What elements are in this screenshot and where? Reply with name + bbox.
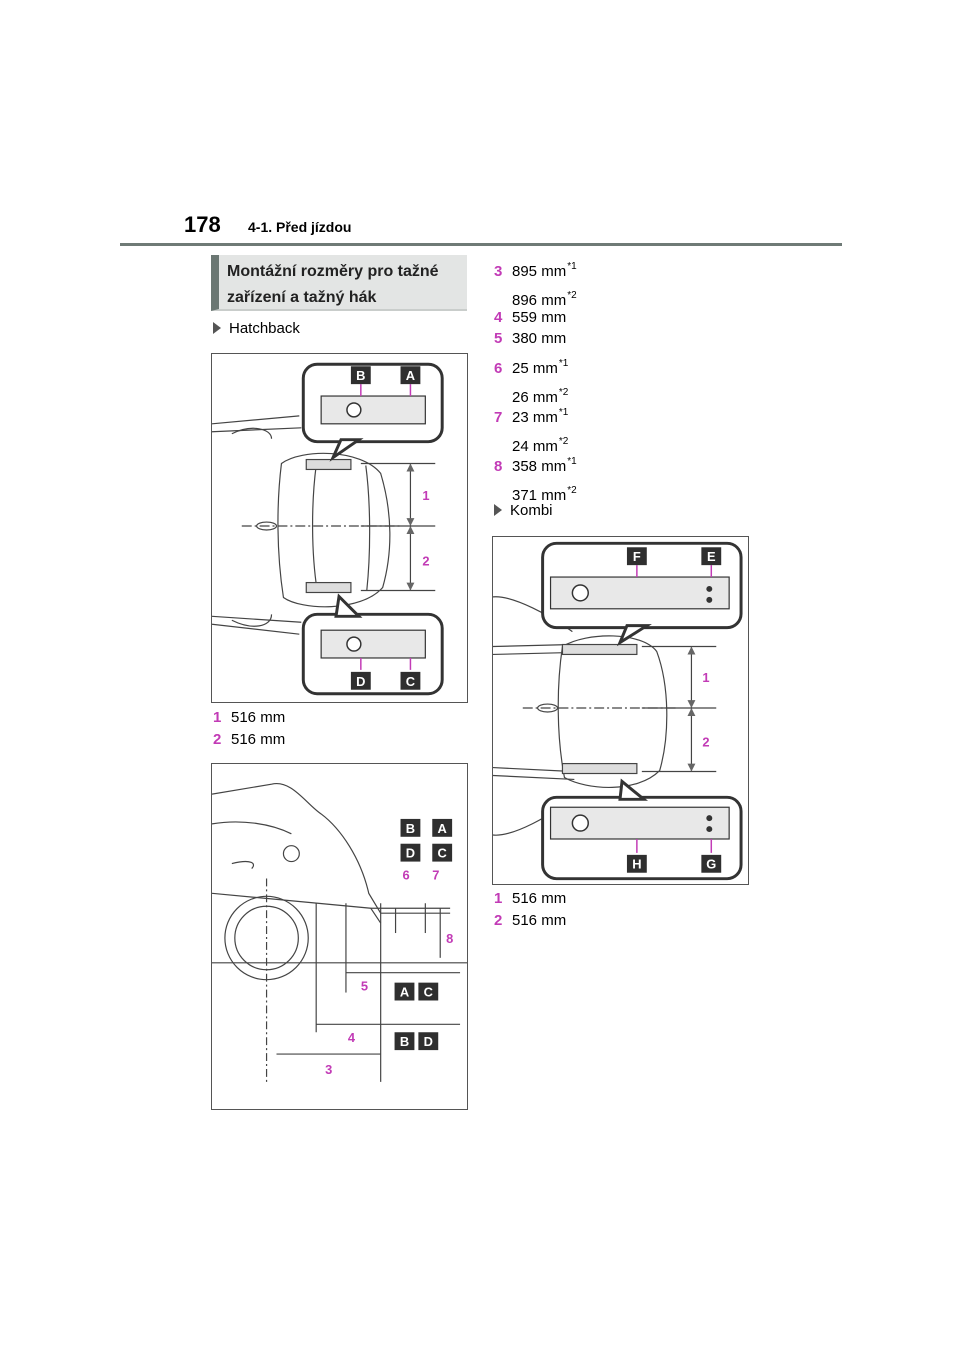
callout-a-box [432,818,453,837]
triangle-bullet-icon [494,504,502,516]
item-value: 895 mm [512,263,567,280]
callout-c-box [400,671,421,690]
section-title: 4-1. Před jízdou [248,219,352,235]
item-number: 1 [213,709,222,726]
item-6: 6 25 mm*1 26 mm*2 [494,355,568,407]
item-number: 3 [494,263,503,280]
kombi-label: Kombi [510,502,553,519]
callout-d: D [356,674,365,689]
callout-h: H [632,857,641,872]
callout-d-box [350,671,371,690]
callout-d: D [424,1034,433,1049]
dim-label-3: 3 [325,1062,332,1077]
item-number: 1 [494,890,503,907]
callout-b-box [350,366,371,385]
triangle-bullet-icon [213,322,221,334]
callout-d: D [406,846,415,861]
callout-a: A [406,368,415,383]
footnote-mark: *1 [567,456,577,467]
item-value-alt: 371 mm [512,487,567,504]
callout-e-box [701,547,722,566]
page-title: Montážní rozměry pro tažné zařízení a ta… [211,255,467,311]
footnote-mark: *2 [558,436,569,447]
callout-f-box [626,547,647,566]
item-number: 2 [494,912,503,929]
kombi-item-1: 1 516 mm [494,890,566,908]
hatchback-item-1: 1 516 mm [213,709,285,727]
callout-b-box [394,1032,415,1051]
hatchback-label: Hatchback [229,320,300,337]
dim-label-8: 8 [446,931,453,946]
footnote-mark: *2 [567,290,577,301]
hatchback-side-view-figure: B A D C 6 7 8 5 A C 4 B D 3 [211,763,468,1110]
callout-c-box [432,843,453,862]
callout-b: B [356,368,365,383]
item-4: 4 559 mm [494,309,566,327]
kombi-top-view-figure: F E H G 1 2 [492,536,749,885]
item-value: 358 mm [512,458,567,475]
callout-f: F [633,549,641,564]
item-5: 5 380 mm [494,330,566,348]
dim-label-7: 7 [432,867,439,882]
callout-c: C [406,674,415,689]
dim-label-5: 5 [361,979,368,994]
callout-a-box [394,982,415,1001]
callout-g: G [706,857,716,872]
callout-b: B [400,1034,409,1049]
item-number: 2 [213,731,222,748]
item-number: 6 [494,360,503,377]
footnote-mark: *2 [558,387,569,398]
callout-g-box [701,854,722,873]
item-number: 5 [494,330,503,347]
item-value: 516 mm [512,890,567,907]
item-value: 516 mm [231,709,286,726]
item-value-alt: 26 mm [512,389,558,406]
dim-label-6: 6 [403,867,410,882]
footnote-mark: *2 [567,485,577,496]
callout-a: A [438,821,447,836]
callout-d-box [418,1032,439,1051]
item-number: 7 [494,409,503,426]
hatchback-item-2: 2 516 mm [213,731,285,749]
footnote-mark: *1 [558,407,569,418]
footnote-mark: *1 [558,358,569,369]
kombi-item-2: 2 516 mm [494,912,566,930]
item-value: 516 mm [512,912,567,929]
header-rule [120,243,842,246]
footnote-mark: *1 [567,261,577,272]
item-number: 4 [494,309,503,326]
hatchback-heading: Hatchback [213,320,300,337]
item-value: 25 mm [512,360,558,377]
callout-c: C [424,985,433,1000]
dim-label-2: 2 [702,735,709,750]
item-value-alt: 896 mm [512,292,567,309]
item-8: 8 358 mm*1 371 mm*2 [494,453,577,505]
callout-d-box [400,843,421,862]
dim-label-1: 1 [422,488,429,503]
kombi-heading: Kombi [494,502,553,519]
item-value: 559 mm [512,309,567,326]
callout-b: B [406,821,415,836]
item-number: 8 [494,458,503,475]
item-value: 516 mm [231,731,286,748]
title-line-2: zařízení a tažný hák [227,289,377,306]
callout-a: A [400,985,409,1000]
callout-h-box [626,854,647,873]
item-value: 380 mm [512,330,567,347]
callout-a-box [400,366,421,385]
dim-label-1: 1 [702,670,709,685]
hatchback-top-view-figure: B A D C 1 2 [211,353,468,703]
dim-label-4: 4 [348,1030,356,1045]
item-value-alt: 24 mm [512,438,558,455]
callout-c: C [438,846,447,861]
title-line-1: Montážní rozměry pro tažné [227,263,439,280]
callout-b-box [400,818,421,837]
dim-label-2: 2 [422,554,429,569]
item-3: 3 895 mm*1 896 mm*2 [494,258,577,310]
item-value: 23 mm [512,409,558,426]
callout-c-box [418,982,439,1001]
page-number: 178 [184,212,221,237]
callout-e: E [707,549,716,564]
item-7: 7 23 mm*1 24 mm*2 [494,404,568,456]
